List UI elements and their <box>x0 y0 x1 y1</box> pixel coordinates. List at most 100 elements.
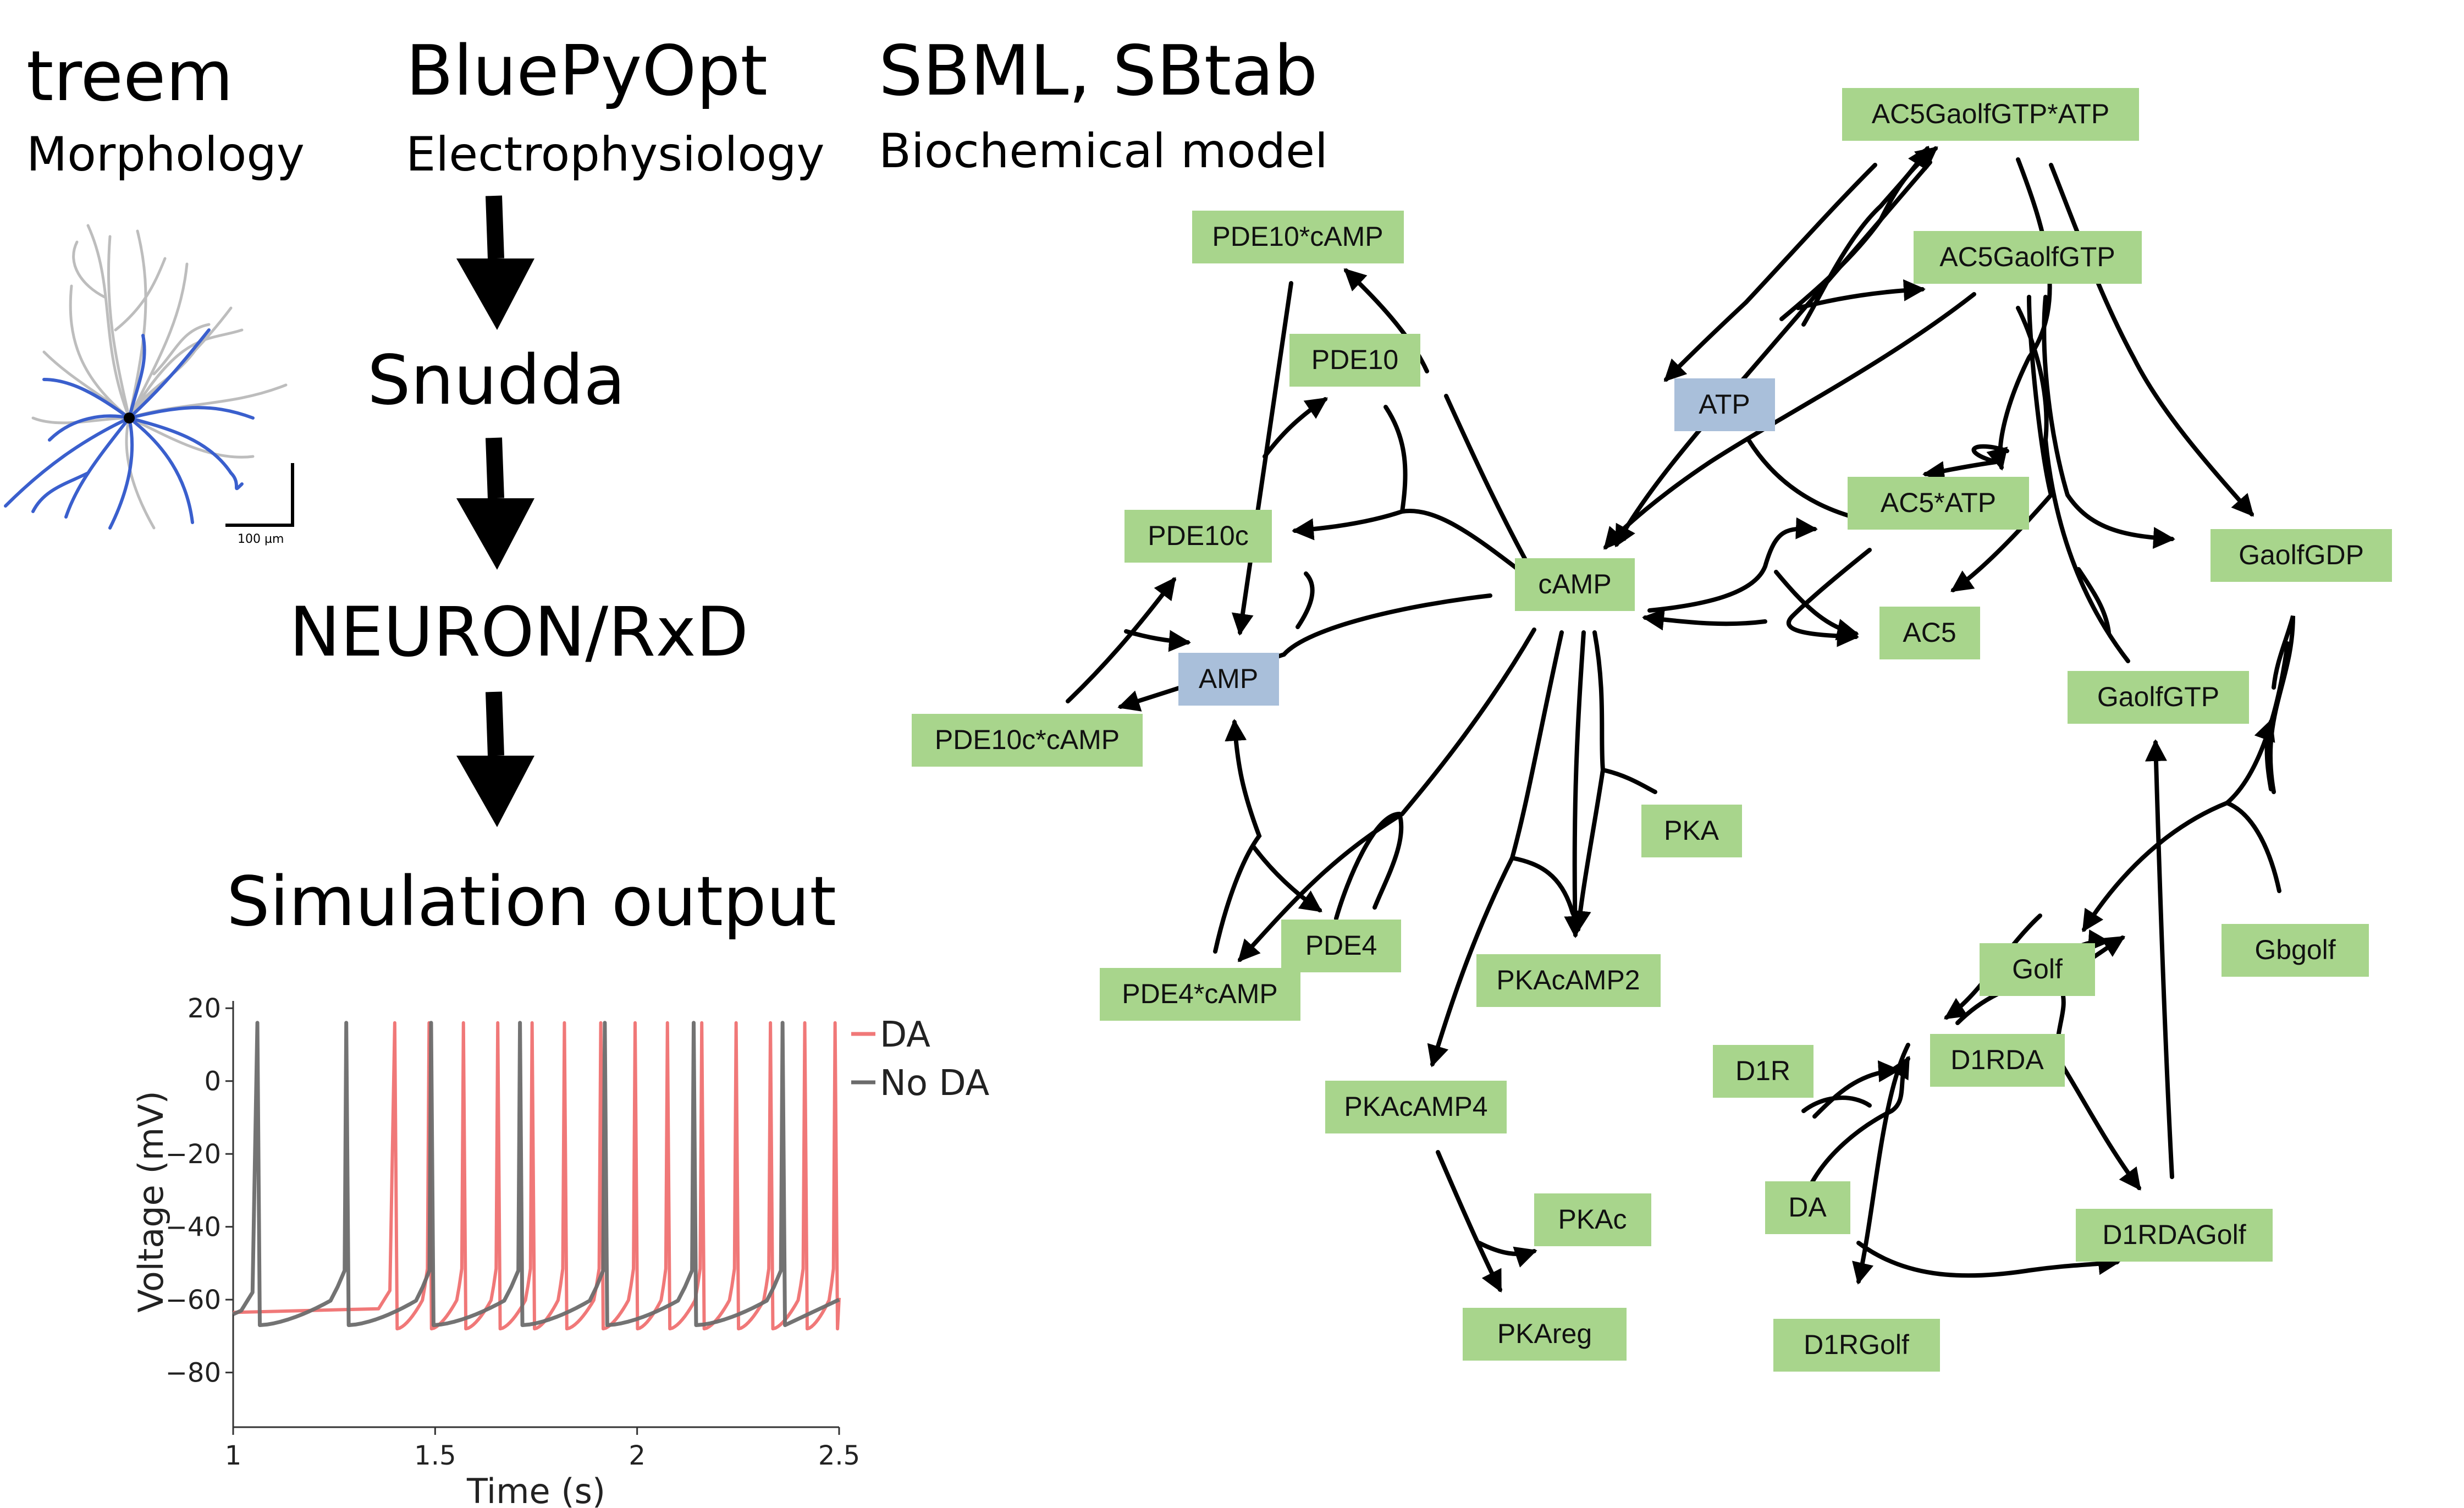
tool-subtitle: Biochemical model <box>879 124 1328 179</box>
node-amp[interactable]: AMP <box>1178 653 1279 706</box>
node-label: PDE4*cAMP <box>1122 978 1277 1009</box>
tool-name: BluePyOpt <box>406 30 768 111</box>
node-label: GaolfGDP <box>2239 540 2364 570</box>
edge <box>1066 577 1176 703</box>
legend-label-no-da: No DA <box>880 1063 990 1104</box>
edge <box>1564 630 1586 938</box>
edge <box>1774 570 1859 641</box>
x-tick-label: 2 <box>629 1440 646 1471</box>
node-pka[interactable]: PKA <box>1641 805 1742 857</box>
node-gaolfgtp[interactable]: GaolfGTP <box>2068 671 2249 724</box>
edge <box>1787 548 1872 647</box>
down-arrow-icon <box>456 691 534 827</box>
pipeline-step-output: Simulation output <box>227 862 836 942</box>
node-ac5[interactable]: AC5 <box>1879 607 1980 659</box>
node-label: PKAc <box>1558 1204 1627 1235</box>
edge <box>1444 394 1542 588</box>
x-axis-label: Time (s) <box>466 1471 605 1508</box>
edge <box>2016 306 2130 663</box>
edge <box>1856 1241 2120 1278</box>
node-label: AC5*ATP <box>1881 487 1996 518</box>
edge <box>1986 157 2052 471</box>
edge <box>2145 739 2174 1179</box>
node-label: Gbgolf <box>2254 934 2335 965</box>
edge <box>1510 856 1575 915</box>
node-ac5atp[interactable]: AC5*ATP <box>1848 477 2029 530</box>
node-label: Golf <box>2012 954 2063 984</box>
node-pde10ccamp[interactable]: PDE10c*cAMP <box>912 714 1143 767</box>
edge <box>1950 295 2054 592</box>
edge <box>1292 509 1404 541</box>
node-pde10[interactable]: PDE10 <box>1289 334 1420 387</box>
node-label: D1RGolf <box>1804 1329 1909 1360</box>
node-label: cAMP <box>1538 569 1611 599</box>
edge <box>1237 628 1536 962</box>
node-pde10camp[interactable]: PDE10*cAMP <box>1192 211 1404 263</box>
node-d1rda[interactable]: D1RDA <box>1930 1034 2065 1087</box>
edge <box>1383 405 1542 588</box>
node-label: PKAreg <box>1497 1318 1592 1349</box>
legend-label-da: DA <box>880 1015 930 1055</box>
node-ac5gaolfgtpatp[interactable]: AC5GaolfGTP*ATP <box>1842 88 2139 141</box>
reaction-edges <box>1066 145 2295 1293</box>
node-pde4[interactable]: PDE4 <box>1281 920 1401 972</box>
node-label: D1RDAGolf <box>2102 1219 2246 1250</box>
node-golf[interactable]: Golf <box>1980 943 2095 996</box>
node-pkac[interactable]: PKAc <box>1534 1193 1651 1246</box>
node-label: PDE10c <box>1148 520 1248 551</box>
y-tick-label: −80 <box>166 1358 221 1389</box>
y-tick-label: 20 <box>188 993 221 1024</box>
series-line-da <box>233 1021 841 1331</box>
edge <box>2042 295 2175 549</box>
edge <box>1601 768 1657 794</box>
node-gaolfgdp[interactable]: GaolfGDP <box>2211 529 2392 582</box>
edge <box>1252 845 1322 912</box>
edge <box>2082 801 2229 933</box>
edge <box>1213 719 1262 954</box>
node-pde4camp[interactable]: PDE4*cAMP <box>1100 968 1300 1021</box>
node-label: GaolfGTP <box>2097 681 2219 712</box>
y-tick-label: 0 <box>204 1066 221 1097</box>
y-tick-label: −40 <box>166 1212 221 1243</box>
edge <box>1124 629 1191 652</box>
pipeline-step-neuron: NEURON/RxD <box>289 593 749 672</box>
node-pde10c[interactable]: PDE10c <box>1124 510 1272 563</box>
node-d1rdagolf[interactable]: D1RDAGolf <box>2076 1209 2273 1262</box>
node-d1rgolf[interactable]: D1RGolf <box>1773 1319 1940 1372</box>
node-da[interactable]: DA <box>1765 1181 1850 1234</box>
x-tick-label: 1.5 <box>414 1440 456 1471</box>
edge <box>1746 438 1855 519</box>
node-label: D1RDA <box>1950 1044 2044 1075</box>
node-ac5gaolfgtp[interactable]: AC5GaolfGTP <box>1914 231 2142 284</box>
tool-subtitle: Electrophysiology <box>406 127 825 182</box>
series-line-no-da <box>232 1021 840 1328</box>
edge <box>2268 615 2295 794</box>
node-label: PKAcAMP4 <box>1344 1091 1487 1122</box>
pipeline-step-snudda: Snudda <box>367 341 626 420</box>
edge <box>2076 567 2111 635</box>
node-camp[interactable]: cAMP <box>1515 558 1635 611</box>
node-pkacamp4[interactable]: PKAcAMP4 <box>1325 1081 1507 1133</box>
node-pkareg[interactable]: PKAreg <box>1463 1308 1627 1361</box>
node-gbgolf[interactable]: Gbgolf <box>2222 924 2369 977</box>
node-atp[interactable]: ATP <box>1674 378 1775 431</box>
node-label: PKAcAMP2 <box>1496 965 1640 995</box>
node-label: PDE4 <box>1305 930 1377 961</box>
edge <box>1477 1241 1537 1268</box>
edge <box>1263 397 1328 459</box>
node-pkacamp2[interactable]: PKAcAMP2 <box>1476 954 1661 1007</box>
tool-name: treem <box>26 36 234 117</box>
node-d1r[interactable]: D1R <box>1713 1045 1813 1098</box>
scale-bar-label: 100 µm <box>238 532 284 546</box>
node-label: AC5 <box>1903 617 1956 648</box>
y-tick-label: −20 <box>166 1139 221 1170</box>
edge <box>2054 1054 2141 1191</box>
node-label: PDE10c*cAMP <box>935 724 1120 755</box>
edge <box>2225 801 2281 893</box>
node-label: PDE10*cAMP <box>1212 221 1383 252</box>
tool-sbml: SBML, SBtab Biochemical model <box>879 36 1328 175</box>
edge <box>1372 812 1404 910</box>
